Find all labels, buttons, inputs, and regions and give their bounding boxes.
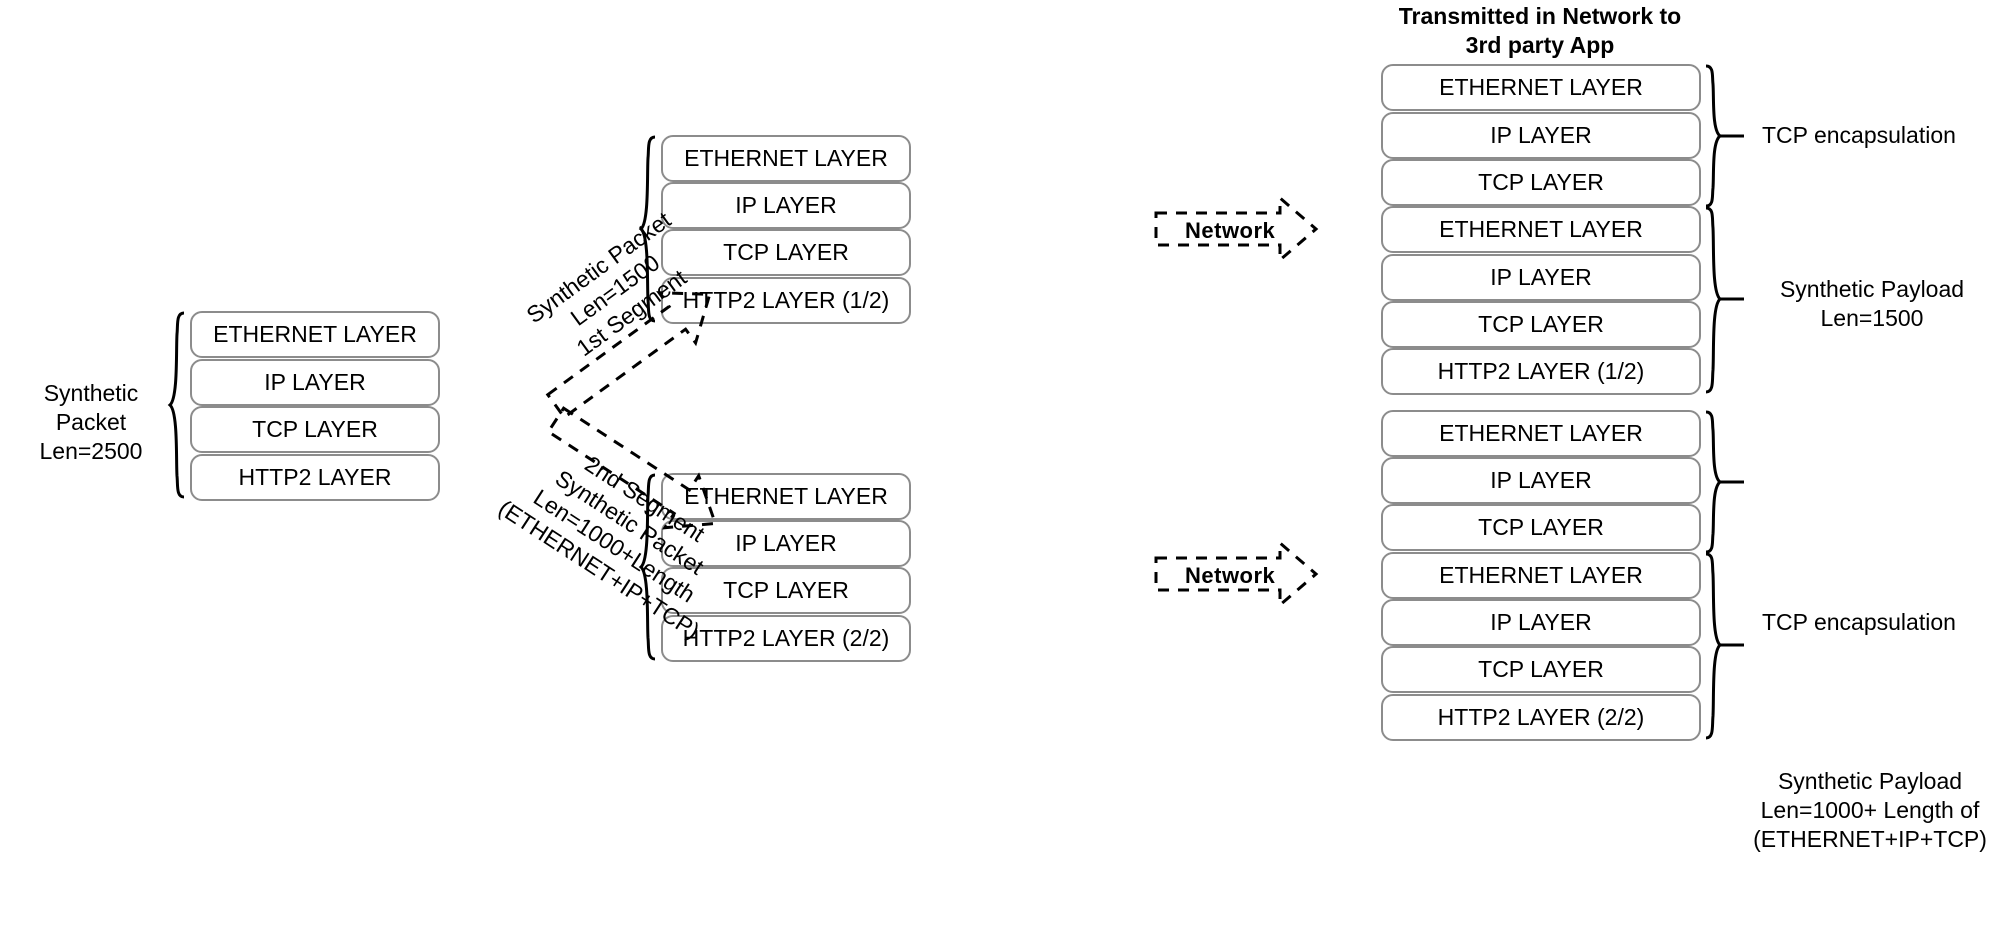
segment2-layer-tcp: TCP LAYER — [661, 567, 911, 614]
received2-layer-http2: HTTP2 LAYER (2/2) — [1381, 694, 1701, 741]
received2-layer-ethernet-outer: ETHERNET LAYER — [1381, 410, 1701, 457]
received2-tcp-encap-brace — [1705, 410, 1723, 554]
network-arrow-bottom-label: Network — [1185, 563, 1276, 588]
source-layer-http2: HTTP2 LAYER — [190, 454, 440, 501]
received1-tcp-encap-brace — [1705, 64, 1723, 208]
segment2-layer-http2: HTTP2 LAYER (2/2) — [661, 615, 911, 662]
received1-layer-ethernet-inner: ETHERNET LAYER — [1381, 206, 1701, 253]
page-title: Transmitted in Network to 3rd party App — [1398, 3, 1682, 58]
source-layer-tcp: TCP LAYER — [190, 406, 440, 453]
received1-layer-ip-inner: IP LAYER — [1381, 254, 1701, 301]
received2-payload-brace — [1705, 552, 1723, 740]
network-arrow-top-label: Network — [1185, 218, 1276, 243]
received1-layer-ip-outer: IP LAYER — [1381, 112, 1701, 159]
source-packet-label: Synthetic Packet Len=2500 — [39, 380, 143, 464]
source-layer-ip: IP LAYER — [190, 359, 440, 406]
received2-bracket-bottom-label: Synthetic Payload Len=1000+ Length of (E… — [1753, 768, 1987, 852]
received2-layer-ip-inner: IP LAYER — [1381, 599, 1701, 646]
received2-layer-ethernet-inner: ETHERNET LAYER — [1381, 552, 1701, 599]
received1-payload-brace — [1705, 206, 1723, 394]
received2-bracket-top-label: TCP encapsulation — [1762, 609, 1956, 635]
received1-bracket-top-label: TCP encapsulation — [1762, 122, 1956, 148]
source-layer-ethernet: ETHERNET LAYER — [190, 311, 440, 358]
segment1-layer-tcp: TCP LAYER — [661, 229, 911, 276]
segment1-layer-ethernet: ETHERNET LAYER — [661, 135, 911, 182]
segment1-layer-http2: HTTP2 LAYER (1/2) — [661, 277, 911, 324]
received1-layer-ethernet-outer: ETHERNET LAYER — [1381, 64, 1701, 111]
received1-layer-http2: HTTP2 LAYER (1/2) — [1381, 348, 1701, 395]
received2-layer-tcp-inner: TCP LAYER — [1381, 646, 1701, 693]
received1-layer-tcp-inner: TCP LAYER — [1381, 301, 1701, 348]
segment1-layer-ip: IP LAYER — [661, 182, 911, 229]
received2-layer-tcp-outer: TCP LAYER — [1381, 504, 1701, 551]
segment2-layer-ethernet: ETHERNET LAYER — [661, 473, 911, 520]
received2-layer-ip-outer: IP LAYER — [1381, 457, 1701, 504]
received1-layer-tcp-outer: TCP LAYER — [1381, 159, 1701, 206]
received1-bracket-bottom-label: Synthetic Payload Len=1500 — [1779, 276, 1965, 331]
